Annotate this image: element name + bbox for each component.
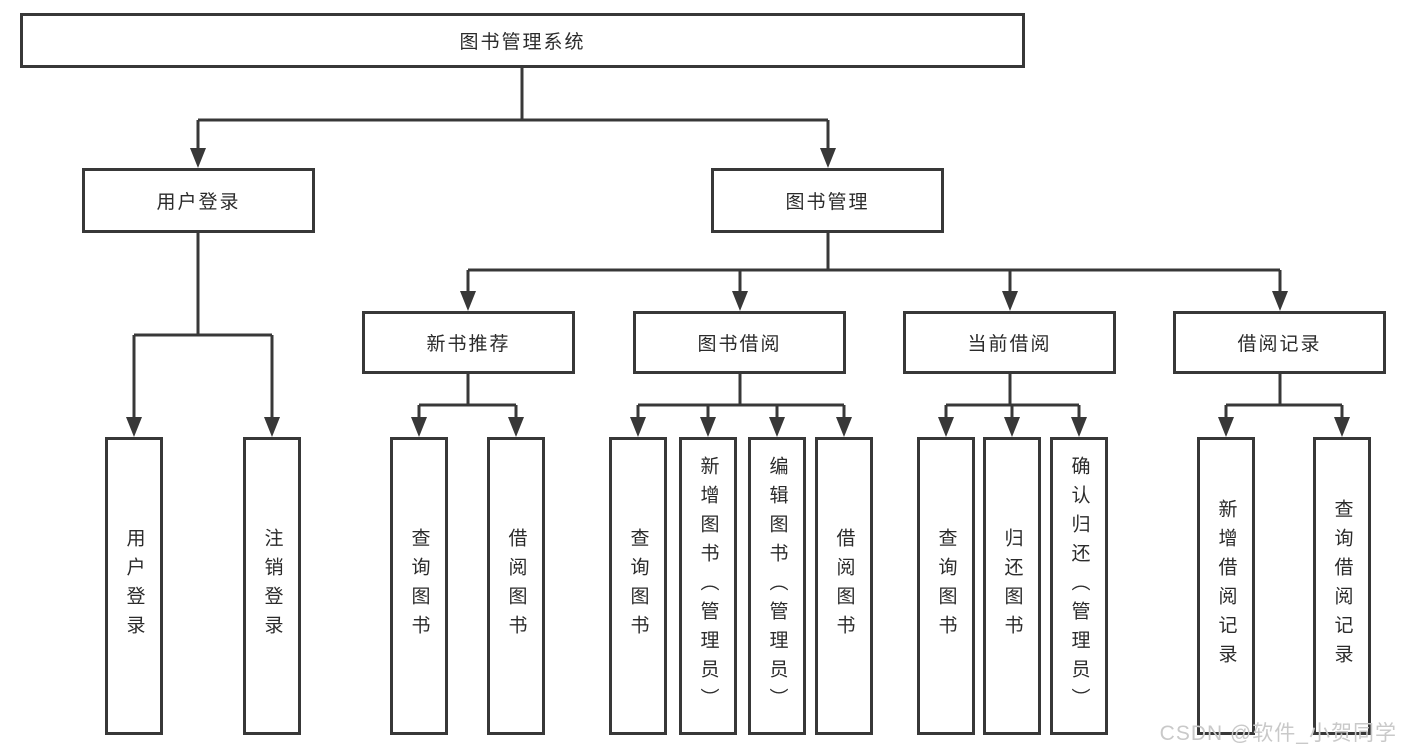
- arrowhead-icon: [460, 291, 476, 311]
- node-label: 编辑图书（管理员）: [766, 455, 788, 717]
- arrowhead-icon: [630, 417, 646, 437]
- leaf-confirm-return-admin: 确认归还（管理员）: [1050, 437, 1108, 735]
- leaf-query-books-borrow: 查询图书: [609, 437, 667, 735]
- node-label: 确认归还（管理员）: [1068, 455, 1090, 717]
- connector-bookborrow-to-leaves: [636, 374, 846, 419]
- node-label: 归还图书: [1001, 528, 1023, 644]
- arrowhead-icon: [1272, 291, 1288, 311]
- leaf-query-books-recommend: 查询图书: [390, 437, 448, 735]
- node-label: 图书借阅: [697, 334, 782, 355]
- node-label: 查询借阅记录: [1331, 499, 1353, 673]
- leaf-borrow-books-borrow: 借阅图书: [815, 437, 873, 735]
- node-label: 图书管理系统: [459, 32, 586, 53]
- node-new-book-recommend: 新书推荐: [362, 311, 575, 374]
- leaf-query-books-current: 查询图书: [917, 437, 975, 735]
- arrowhead-icon: [411, 417, 427, 437]
- leaf-add-borrow-record: 新增借阅记录: [1197, 437, 1255, 735]
- node-label: 用户登录: [156, 192, 241, 213]
- csdn-watermark: CSDN @软件_小贺同学: [1159, 722, 1397, 745]
- arrowhead-icon: [1334, 417, 1350, 437]
- connector-currentborrow-to-leaves: [944, 374, 1081, 419]
- node-label: 图书管理: [785, 192, 870, 213]
- node-label: 当前借阅: [967, 334, 1052, 355]
- arrowhead-icon: [126, 417, 142, 437]
- node-current-borrow: 当前借阅: [903, 311, 1116, 374]
- arrowhead-icon: [938, 417, 954, 437]
- arrowhead-icon: [190, 148, 206, 168]
- connector-userlogin-to-leaves: [132, 233, 274, 419]
- node-label: 借阅图书: [833, 528, 855, 644]
- arrowhead-icon: [700, 417, 716, 437]
- node-label: 查询图书: [935, 528, 957, 644]
- node-book-borrow: 图书借阅: [633, 311, 846, 374]
- node-user-login-group: 用户登录: [82, 168, 315, 233]
- leaf-user-login: 用户登录: [105, 437, 163, 735]
- leaf-return-books: 归还图书: [983, 437, 1041, 735]
- node-root-system: 图书管理系统: [20, 13, 1025, 68]
- arrowhead-icon: [1218, 417, 1234, 437]
- leaf-borrow-books-recommend: 借阅图书: [487, 437, 545, 735]
- node-borrow-records: 借阅记录: [1173, 311, 1386, 374]
- connector-root-to-level2: [196, 68, 830, 150]
- leaf-edit-books-admin: 编辑图书（管理员）: [748, 437, 806, 735]
- arrowhead-icon: [264, 417, 280, 437]
- arrowhead-icon: [1002, 291, 1018, 311]
- node-label: 借阅图书: [505, 528, 527, 644]
- connector-newbook-to-leaves: [417, 374, 518, 419]
- arrowhead-icon: [508, 417, 524, 437]
- node-label: 新书推荐: [426, 334, 511, 355]
- arrowhead-icon: [732, 291, 748, 311]
- node-label: 新增借阅记录: [1215, 499, 1237, 673]
- node-label: 新增图书（管理员）: [697, 455, 719, 717]
- node-label: 查询图书: [627, 528, 649, 644]
- leaf-add-books-admin: 新增图书（管理员）: [679, 437, 737, 735]
- arrowhead-icon: [1071, 417, 1087, 437]
- leaf-logout: 注销登录: [243, 437, 301, 735]
- node-label: 借阅记录: [1237, 334, 1322, 355]
- node-label: 用户登录: [123, 528, 145, 644]
- arrowheads: [126, 148, 1350, 437]
- connector-borrowrecords-to-leaves: [1224, 374, 1344, 419]
- arrowhead-icon: [820, 148, 836, 168]
- node-label: 注销登录: [261, 528, 283, 644]
- arrowhead-icon: [769, 417, 785, 437]
- arrowhead-icon: [836, 417, 852, 437]
- arrowhead-icon: [1004, 417, 1020, 437]
- node-book-management-group: 图书管理: [711, 168, 944, 233]
- node-label: 查询图书: [408, 528, 430, 644]
- leaf-query-borrow-record: 查询借阅记录: [1313, 437, 1371, 735]
- connector-bookmgmt-to-level3: [466, 233, 1282, 293]
